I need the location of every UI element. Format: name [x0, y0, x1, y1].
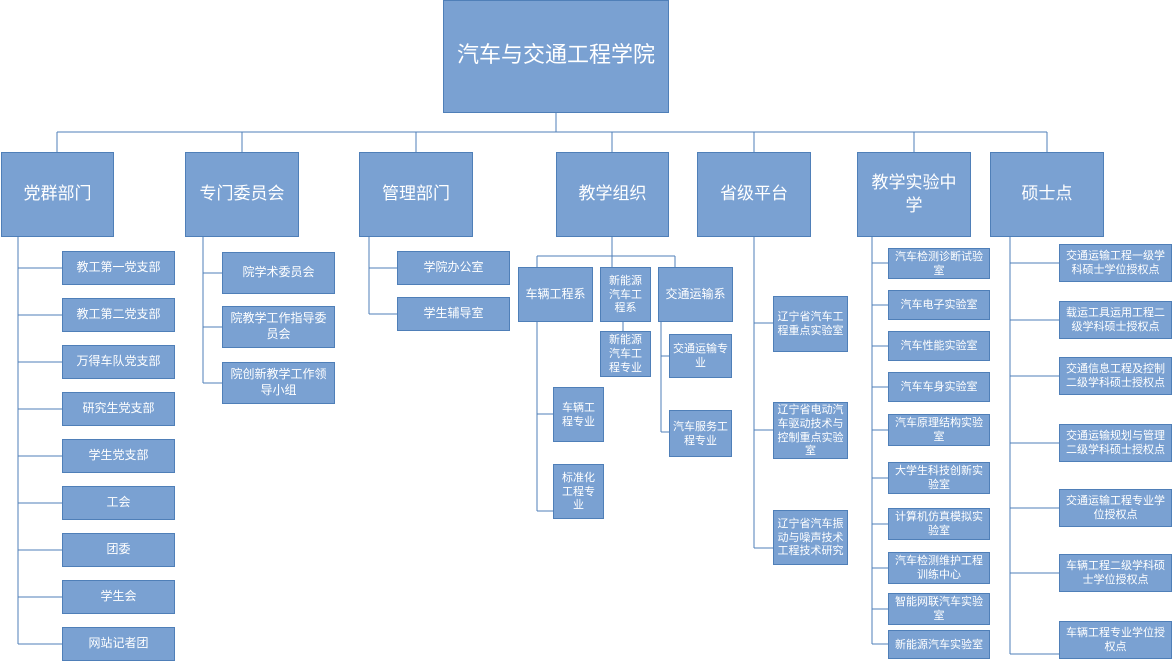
- master-program: 车辆工程二级学科硕士学位授权点: [1059, 554, 1172, 592]
- teaching-program: 标准化工程专业: [553, 464, 604, 519]
- party-item: 工会: [62, 486, 175, 520]
- party-item: 教工第二党支部: [62, 298, 175, 332]
- dept-teaching: 教学组织: [556, 152, 669, 237]
- experiment-lab: 汽车车身实验室: [888, 372, 990, 402]
- teaching-sub-dept: 交通运输系: [658, 267, 733, 322]
- teaching-program: 新能源汽车工程专业: [600, 331, 651, 377]
- party-item: 教工第一党支部: [62, 251, 175, 285]
- teaching-program: 交通运输专业: [669, 334, 732, 378]
- provincial-lab: 辽宁省电动汽车驱动技术与控制重点实验室: [773, 402, 848, 459]
- management-item: 学院办公室: [397, 251, 510, 285]
- party-item: 团委: [62, 533, 175, 567]
- teaching-program: 汽车服务工程专业: [669, 410, 732, 457]
- dept-provincial-platform: 省级平台: [697, 152, 811, 237]
- party-item: 研究生党支部: [62, 392, 175, 426]
- teaching-sub-dept: 车辆工程系: [518, 267, 593, 322]
- master-program: 交通运输规划与管理二级学科硕士授权点: [1059, 424, 1172, 462]
- master-program: 载运工具运用工程二级学科硕士授权点: [1059, 301, 1172, 339]
- dept-committee: 专门委员会: [185, 152, 299, 237]
- committee-item: 院教学工作指导委员会: [222, 306, 335, 348]
- party-item: 学生党支部: [62, 439, 175, 473]
- dept-management: 管理部门: [359, 152, 473, 237]
- party-item: 学生会: [62, 580, 175, 614]
- experiment-lab: 汽车检测维护工程训练中心: [888, 552, 990, 584]
- experiment-lab: 汽车电子实验室: [888, 290, 990, 320]
- org-root: 汽车与交通工程学院: [443, 0, 669, 113]
- dept-experiment-center: 教学实验中学: [857, 152, 971, 237]
- experiment-lab: 汽车性能实验室: [888, 331, 990, 361]
- management-item: 学生辅导室: [397, 297, 510, 331]
- provincial-lab: 辽宁省汽车工程重点实验室: [773, 296, 848, 352]
- party-item: 万得车队党支部: [62, 345, 175, 379]
- provincial-lab: 辽宁省汽车振动与噪声技术工程技术研究: [773, 510, 848, 565]
- master-program: 车辆工程专业学位授权点: [1059, 621, 1172, 659]
- experiment-lab: 智能网联汽车实验室: [888, 593, 990, 625]
- experiment-lab: 新能源汽车实验室: [888, 630, 990, 659]
- master-program: 交通运输工程专业学位授权点: [1059, 489, 1172, 527]
- experiment-lab: 大学生科技创新实验室: [888, 462, 990, 494]
- master-program: 交通运输工程一级学科硕士学位授权点: [1059, 244, 1172, 282]
- teaching-sub-dept: 新能源汽车工程系: [600, 267, 651, 322]
- master-program: 交通信息工程及控制二级学科硕士授权点: [1059, 357, 1172, 395]
- experiment-lab: 汽车原理结构实验室: [888, 414, 990, 446]
- experiment-lab: 汽车检测诊断试验室: [888, 248, 990, 279]
- dept-master-programs: 硕士点: [990, 152, 1104, 237]
- dept-party: 党群部门: [1, 152, 114, 237]
- party-item: 网站记者团: [62, 627, 175, 661]
- experiment-lab: 计算机仿真模拟实验室: [888, 508, 990, 540]
- committee-item: 院学术委员会: [222, 252, 335, 294]
- teaching-program: 车辆工程专业: [553, 387, 604, 442]
- committee-item: 院创新教学工作领导小组: [222, 362, 335, 404]
